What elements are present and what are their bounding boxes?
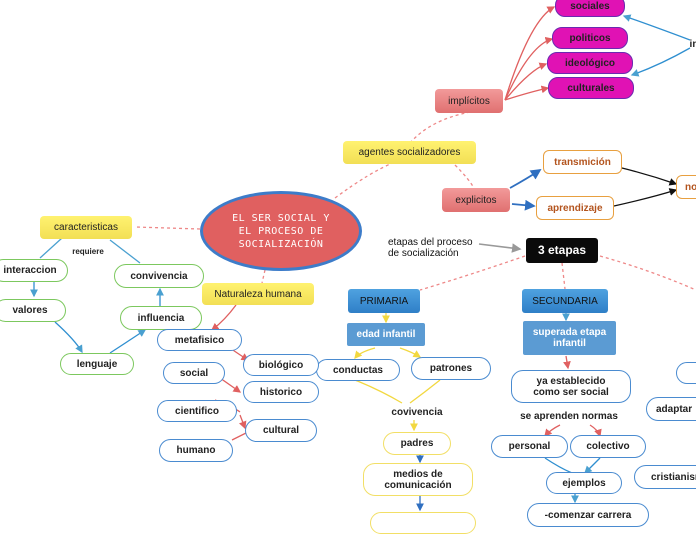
node-adaptar[interactable]: adaptar	[646, 397, 696, 421]
node-transmicion[interactable]: transmición	[543, 150, 622, 174]
node-explicitos[interactable]: explicitos	[442, 188, 510, 212]
node-padres[interactable]: padres	[383, 432, 451, 455]
node-primaria[interactable]: PRIMARIA	[348, 289, 420, 313]
node-cut-in[interactable]: in	[689, 38, 696, 50]
node-politicos[interactable]: politicos	[552, 27, 628, 49]
node-colectivo[interactable]: colectivo	[570, 435, 646, 458]
node-cristianismo[interactable]: cristianism	[634, 465, 696, 489]
node-cut-v[interactable]	[676, 362, 696, 384]
node-ya-establecido[interactable]: ya establecido como ser social	[511, 370, 631, 403]
node-culturales[interactable]: culturales	[548, 77, 634, 99]
node-lenguaje[interactable]: lenguaje	[60, 353, 134, 375]
node-cultural[interactable]: cultural	[245, 419, 317, 442]
node-primaria-next[interactable]	[370, 512, 476, 534]
node-metafisico[interactable]: metafisico	[157, 329, 242, 351]
node-personal[interactable]: personal	[491, 435, 568, 458]
node-secundaria[interactable]: SECUNDARIA	[522, 289, 608, 313]
node-aprendizaje[interactable]: aprendizaje	[536, 196, 614, 220]
node-comenzar[interactable]: -comenzar carrera	[527, 503, 649, 527]
node-superada[interactable]: superada etapa infantil	[523, 321, 616, 355]
node-se-aprenden[interactable]: se aprenden normas	[520, 410, 618, 422]
node-ejemplos[interactable]: ejemplos	[546, 472, 622, 494]
central-topic[interactable]: EL SER SOCIAL Y EL PROCESO DE SOCIALIZAC…	[200, 191, 362, 271]
node-valores[interactable]: valores	[0, 299, 66, 322]
node-agentes-socializadores[interactable]: agentes socializadores	[343, 141, 476, 164]
node-interaccion[interactable]: interaccion	[0, 259, 68, 282]
node-cientifico[interactable]: cientifico	[157, 400, 237, 422]
node-social[interactable]: social	[163, 362, 225, 384]
node-conductas[interactable]: conductas	[316, 359, 400, 381]
node-humano[interactable]: humano	[159, 439, 233, 462]
node-3-etapas[interactable]: 3 etapas	[526, 238, 598, 263]
node-historico[interactable]: historico	[243, 381, 319, 403]
node-sociales[interactable]: sociales	[555, 0, 625, 17]
node-medios[interactable]: medios de comunicación	[363, 463, 473, 496]
node-ideologico[interactable]: ideológico	[547, 52, 633, 74]
node-influencia[interactable]: influencia	[120, 306, 202, 330]
node-caracteristicas[interactable]: caracteristicas	[40, 216, 132, 239]
label-etapas: etapas del proceso de socialización	[388, 237, 473, 259]
node-edad-infantil[interactable]: edad infantil	[347, 323, 425, 346]
node-patrones[interactable]: patrones	[411, 357, 491, 380]
node-cut-no[interactable]: no	[676, 175, 696, 199]
node-convivencia[interactable]: convivencia	[114, 264, 204, 288]
label-requiere: requiere	[72, 246, 104, 256]
node-naturaleza-humana[interactable]: Naturaleza humana	[202, 283, 314, 305]
node-implicitos[interactable]: implícitos	[435, 89, 503, 113]
node-biologico[interactable]: biológico	[243, 354, 319, 376]
node-covivencia[interactable]: covivencia	[391, 406, 443, 418]
